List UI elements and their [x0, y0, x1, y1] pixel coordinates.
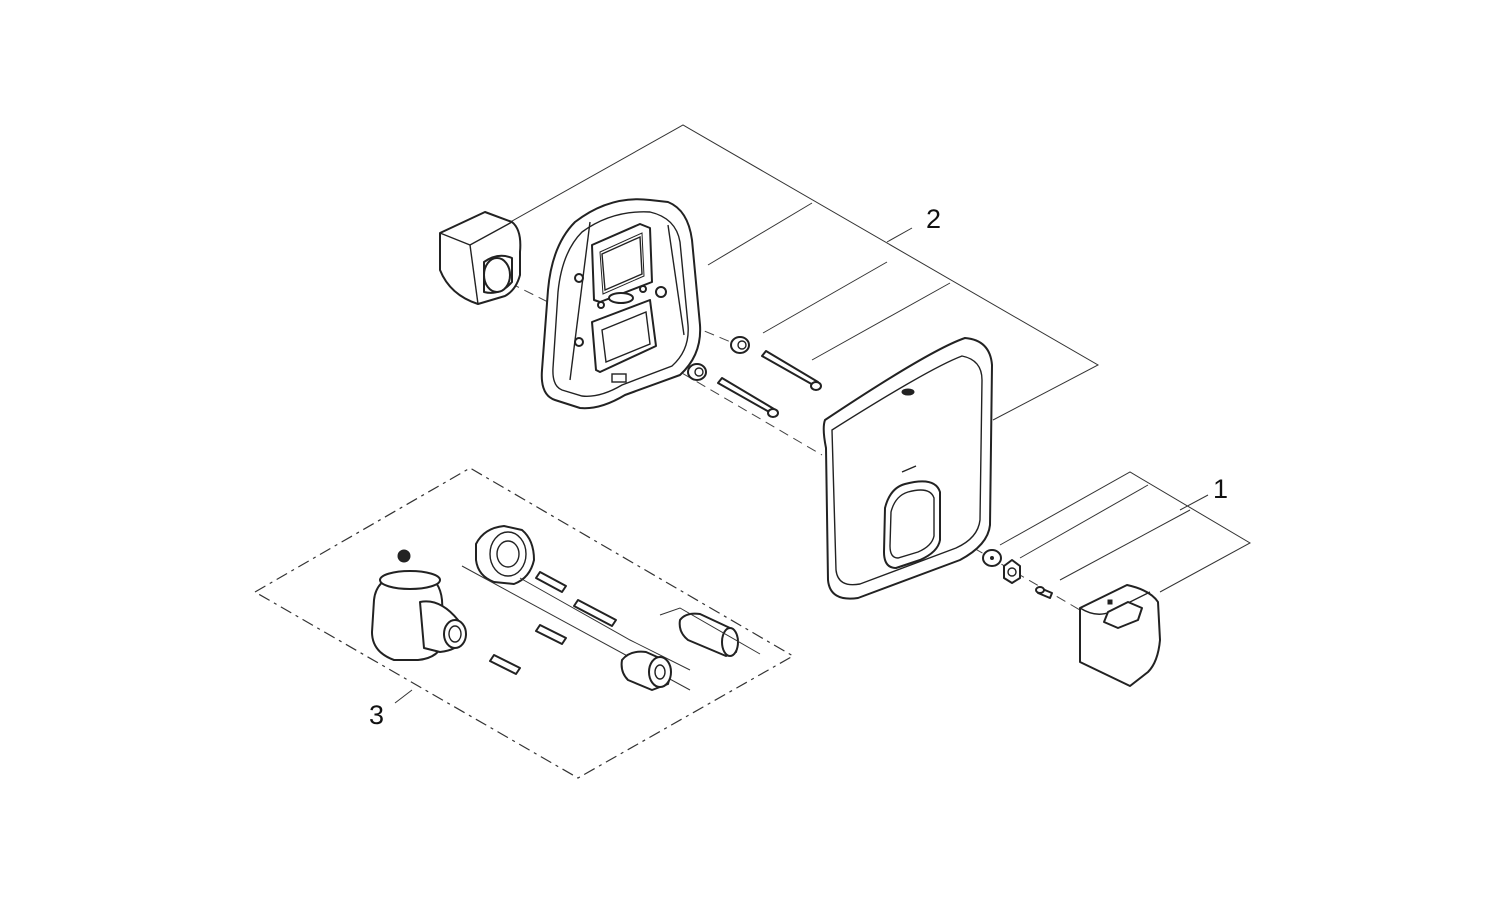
- washer-icon: [982, 549, 1002, 567]
- adapter-icon: [620, 607, 761, 691]
- nut-icon: [1003, 559, 1021, 584]
- leader-lines-group-1: [999, 471, 1252, 593]
- service-kit-icon: [253, 467, 795, 779]
- callout-1: 1: [1213, 474, 1228, 504]
- mounting-plate-icon: [540, 198, 702, 410]
- control-unit-icon: [461, 525, 691, 691]
- extension-sleeve-icon: [439, 211, 522, 305]
- leader-lines-group-2: [504, 124, 1100, 421]
- callout-2: 2: [926, 204, 941, 234]
- connector-pins-icon: [489, 571, 617, 675]
- escutcheon-icon: [822, 337, 993, 600]
- spacer-sleeve-upper: [730, 336, 750, 354]
- screw-icon: [717, 350, 822, 418]
- cartridge-icon: [371, 549, 467, 661]
- small-screw-icon: [1035, 586, 1053, 599]
- handle-icon: [1079, 584, 1161, 687]
- callout-3: 3: [369, 700, 384, 730]
- spacer-sleeve-lower: [687, 363, 707, 381]
